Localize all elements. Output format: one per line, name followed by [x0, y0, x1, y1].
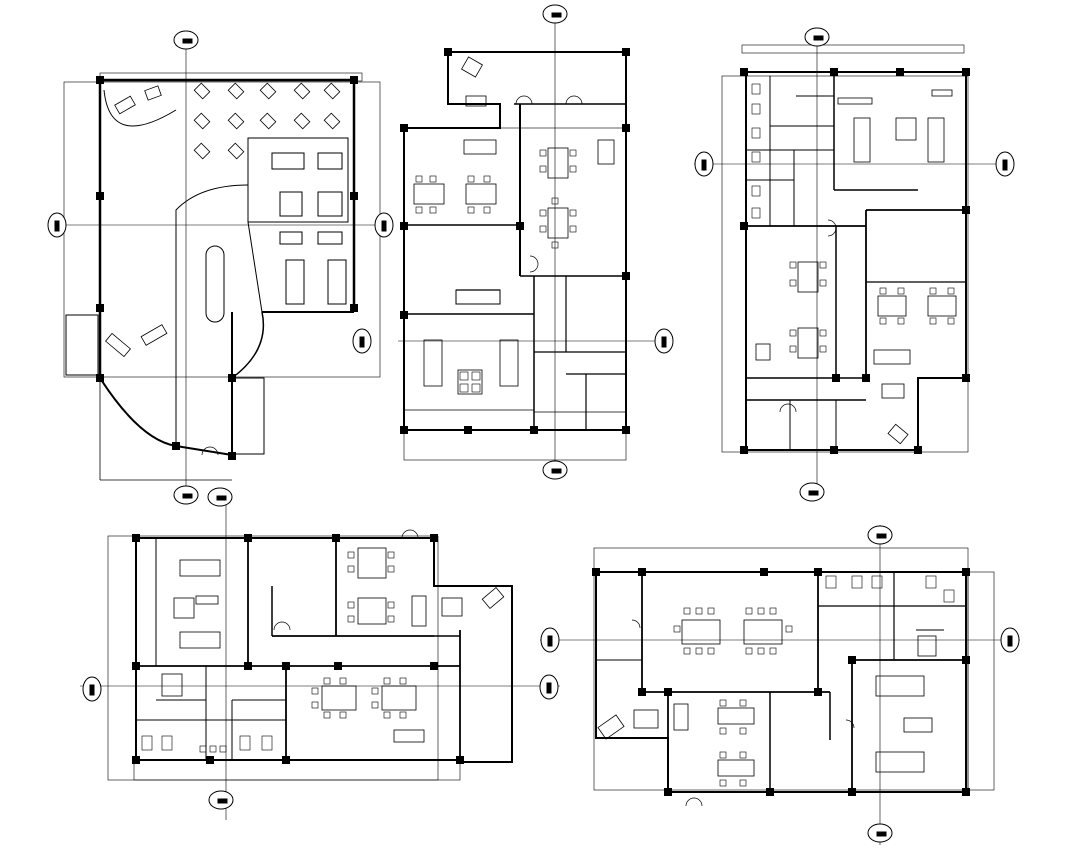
- grid-bubble: [352, 328, 372, 354]
- plan-3: [694, 34, 1010, 500]
- grid-bubble: [540, 627, 560, 653]
- grid-bubble: [867, 525, 893, 545]
- grid-bubble: [542, 460, 568, 480]
- door-swings: [201, 95, 855, 807]
- grid-bubble: [799, 482, 825, 502]
- grid-bubble: [173, 30, 199, 50]
- grid-bubble: [173, 485, 199, 505]
- plan-1: [48, 35, 390, 500]
- grid-bubble: [374, 212, 394, 238]
- grid-bubble: [1000, 627, 1020, 653]
- grid-bubble: [47, 212, 67, 238]
- grid-bubble: [208, 790, 234, 810]
- grid-bubble: [539, 674, 559, 700]
- plan-5: [540, 525, 1020, 845]
- grid-bubbles: [47, 4, 1020, 843]
- grid-bubble: [867, 823, 893, 843]
- plan-2: [398, 20, 665, 470]
- grid-bubble: [694, 151, 714, 177]
- grid-bubble: [804, 27, 830, 47]
- grid-bubble: [542, 4, 568, 24]
- plan-4: [80, 495, 560, 820]
- grid-bubble: [995, 151, 1015, 177]
- grid-bubble: [207, 487, 233, 507]
- grid-bubble: [654, 328, 674, 354]
- grid-bubble: [82, 676, 102, 702]
